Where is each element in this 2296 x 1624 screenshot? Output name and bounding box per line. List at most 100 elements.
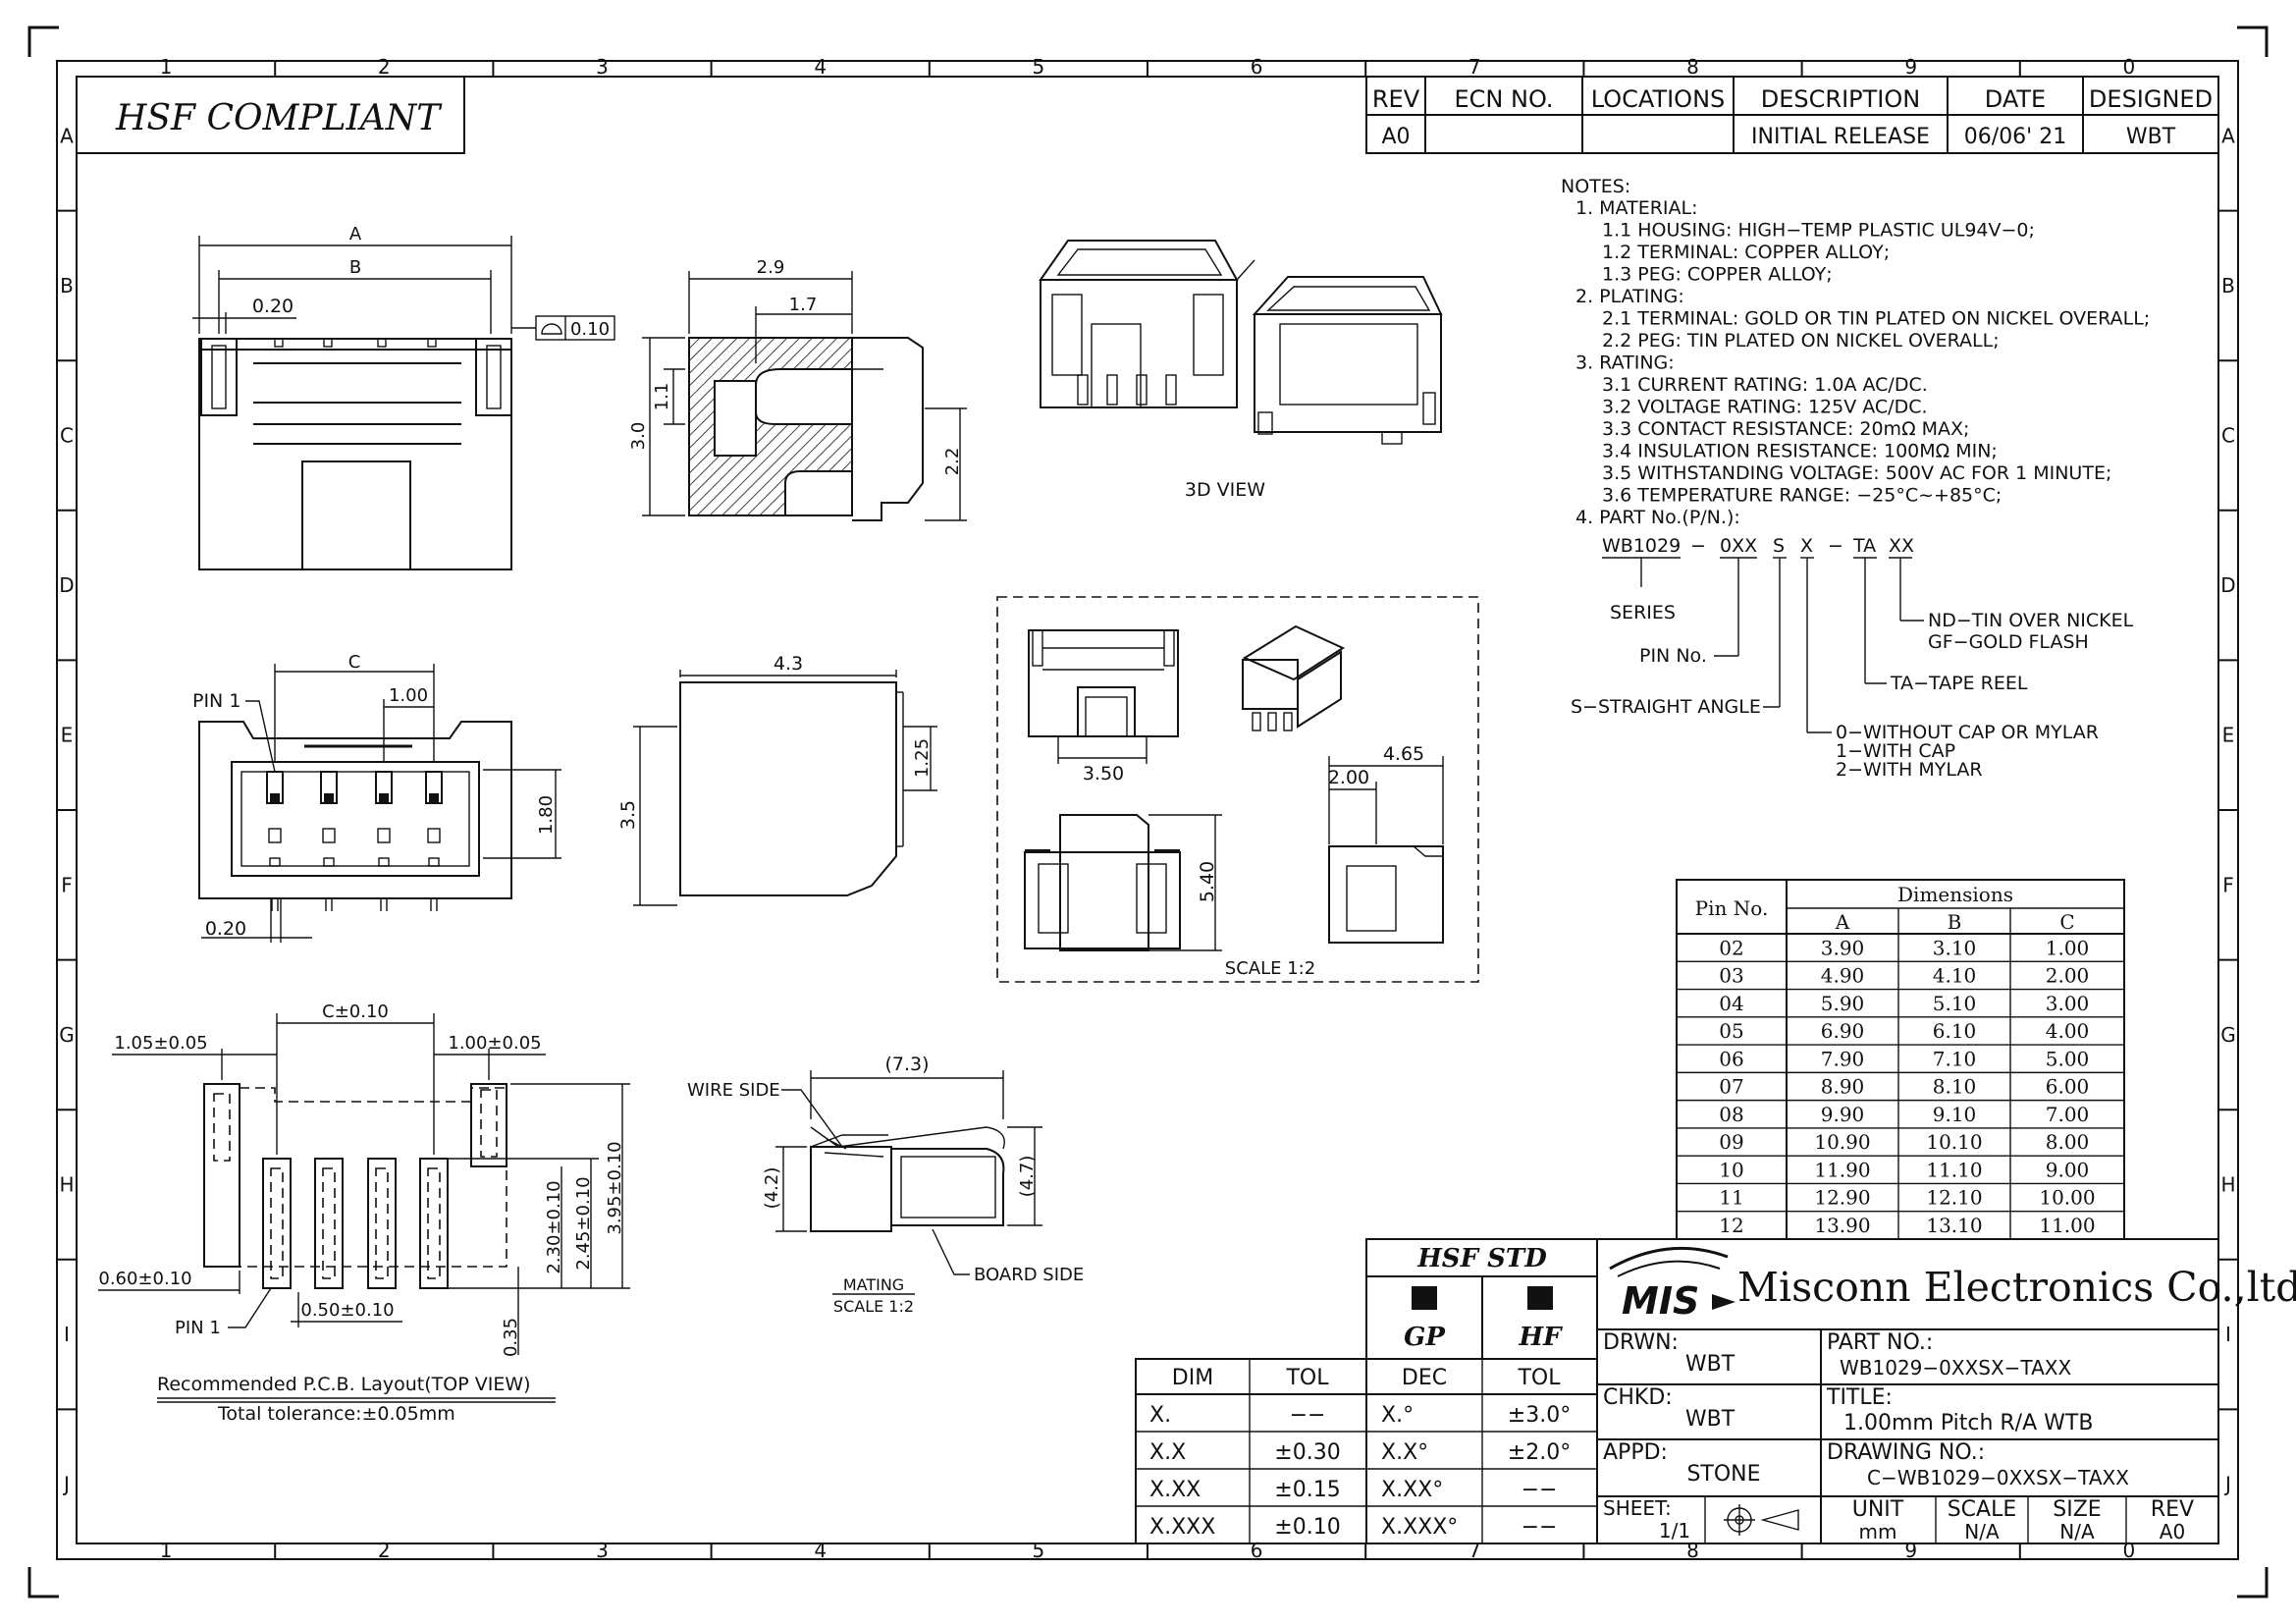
- mis-logo: MIS: [1609, 1246, 1735, 1323]
- part-no-value: WB1029−0XXSX−TAXX: [1840, 1356, 2071, 1380]
- dim-table-value-cell: 5.10: [1933, 992, 1977, 1015]
- pcb-pad: [419, 1158, 449, 1289]
- border-col-label-top: 6: [1251, 55, 1263, 79]
- pn-seg-pins: 0XX: [1720, 535, 1757, 557]
- hf-marker: [1527, 1286, 1553, 1310]
- hsf-std-title: HSF STD: [1416, 1244, 1547, 1273]
- pcb-pad: [262, 1158, 292, 1289]
- dim-table-value-cell: 12.10: [1926, 1186, 1982, 1210]
- tol-cell: −−: [1522, 1515, 1558, 1540]
- pn-plating-1: GF−GOLD FLASH: [1928, 631, 2089, 653]
- dim-table-value-cell: 6.90: [1821, 1019, 1865, 1043]
- dim-3-5: 3.5: [617, 800, 639, 830]
- pn-seg-dash2: −: [1828, 535, 1843, 557]
- dim-2-45-tol: 2.45±0.10: [573, 1176, 594, 1270]
- dim-4-3: 4.3: [774, 653, 803, 675]
- border-col-label-bottom: 3: [596, 1539, 609, 1562]
- rev-header-date: DATE: [1985, 85, 2046, 113]
- view-3d-label: 3D VIEW: [1185, 479, 1265, 501]
- tol-cell: X.X: [1149, 1440, 1186, 1465]
- front-view: A B 0.20 0.10: [192, 224, 615, 570]
- tol-header-cell: TOL: [1285, 1366, 1329, 1390]
- title-value: 1.00mm Pitch R/A WTB: [1843, 1411, 2093, 1435]
- back-view: 4.3 3.5 1.25: [617, 653, 937, 906]
- pn-seg-dash1: −: [1690, 535, 1706, 557]
- dim-table-title: Dimensions: [1897, 883, 2013, 906]
- tol-header-cell: DEC: [1402, 1366, 1447, 1390]
- hsf-std-block: HSF STD GP HF: [1365, 1238, 1598, 1360]
- dim-table-value-cell: 11.90: [1814, 1158, 1870, 1181]
- tol-cell: ±0.30: [1274, 1440, 1340, 1465]
- dim-1-05-tol: 1.05±0.05: [114, 1033, 207, 1054]
- pn-seg-x: X: [1800, 535, 1813, 557]
- title-label: TITLE:: [1826, 1385, 1893, 1410]
- size-label: SIZE: [2053, 1497, 2101, 1522]
- border-row-label-right: G: [2220, 1023, 2236, 1047]
- drawing-no-value: C−WB1029−0XXSX−TAXX: [1867, 1466, 2129, 1489]
- rev-header-locations: LOCATIONS: [1591, 85, 1726, 113]
- dim-table-pin-cell: 11: [1719, 1186, 1743, 1210]
- border-col-label-bottom: 9: [1904, 1539, 1917, 1562]
- chkd-label: CHKD:: [1603, 1385, 1673, 1410]
- dim-table-value-cell: 2.00: [2046, 964, 2090, 988]
- dim-table-value-cell: 5.90: [1821, 992, 1865, 1015]
- dim-table-col-a: A: [1835, 910, 1850, 934]
- rev-header-description: DESCRIPTION: [1761, 85, 1920, 113]
- border-col-label-top: 7: [1468, 55, 1481, 79]
- tol-cell: −−: [1290, 1403, 1326, 1428]
- dim-table-pin-cell: 05: [1719, 1019, 1743, 1043]
- dim-c-tol: C±0.10: [322, 1001, 389, 1022]
- tol-cell: X.XXX: [1149, 1515, 1215, 1540]
- scale-box-label: SCALE 1:2: [1225, 958, 1315, 979]
- dim-table-value-cell: 13.90: [1814, 1214, 1870, 1237]
- border-col-label-top: 1: [160, 55, 173, 79]
- border-col-label-bottom: 4: [814, 1539, 827, 1562]
- note-line: 3.6 TEMPERATURE RANGE: −25°C~+85°C;: [1602, 485, 2002, 507]
- dim-table-value-cell: 1.00: [2046, 936, 2090, 959]
- note-line: 2.2 PEG: TIN PLATED ON NICKEL OVERALL;: [1602, 330, 2000, 352]
- border-row-label-right: E: [2222, 724, 2235, 747]
- pin-slot: [322, 828, 336, 843]
- dim-table-pin-cell: 07: [1719, 1075, 1743, 1099]
- dim-table-value-cell: 11.10: [1926, 1158, 1982, 1181]
- gp-marker: [1412, 1286, 1437, 1310]
- dim-table-value-cell: 9.10: [1933, 1103, 1977, 1126]
- dim-table-value-cell: 3.90: [1821, 936, 1865, 959]
- rev-header-ecn: ECN NO.: [1454, 85, 1553, 113]
- pn-tape-label: TA−TAPE REEL: [1890, 673, 2028, 694]
- note-line: 3. RATING:: [1575, 352, 1675, 374]
- gp-label: GP: [1404, 1323, 1446, 1352]
- dim-table-value-cell: 13.10: [1926, 1214, 1982, 1237]
- tol-cell: X.X°: [1381, 1440, 1428, 1465]
- dim-table-pin-cell: 02: [1719, 936, 1743, 959]
- rev-cell-rev: A0: [1381, 125, 1410, 149]
- pn-seg-series: WB1029: [1602, 535, 1681, 557]
- border-col-label-bottom: 1: [160, 1539, 173, 1562]
- pn-seg-ta: TA: [1852, 535, 1876, 557]
- dim-A-label: A: [349, 224, 362, 244]
- hsf-compliant-box: HSF COMPLIANT: [76, 76, 465, 154]
- pin-slot: [323, 857, 335, 867]
- note-line: 3.2 VOLTAGE RATING: 125V AC/DC.: [1602, 397, 1928, 418]
- dim-4-65: 4.65: [1383, 743, 1424, 765]
- dim-table-value-cell: 8.10: [1933, 1075, 1977, 1099]
- dim-table-pin-cell: 09: [1719, 1130, 1743, 1154]
- note-line: 4. PART No.(P/N.):: [1575, 507, 1740, 528]
- dim-4-2: (4.2): [762, 1167, 782, 1210]
- dim-table-value-cell: 9.90: [1821, 1103, 1865, 1126]
- dim-0-50-tol: 0.50±0.10: [300, 1300, 394, 1321]
- tol-cell: X.XX: [1149, 1478, 1201, 1502]
- scale-value: N/A: [1964, 1520, 2000, 1543]
- dim-1-80: 1.80: [536, 795, 557, 835]
- corner-marks: [27, 26, 2269, 1598]
- company-name: Misconn Electronics Co.,ltd.: [1737, 1264, 2296, 1311]
- sheet-label: SHEET:: [1603, 1496, 1672, 1520]
- border-row-label-left: I: [64, 1323, 70, 1346]
- pn-seg-s: S: [1773, 535, 1785, 557]
- pn-plating-0: ND−TIN OVER NICKEL: [1928, 610, 2134, 631]
- title-block: MIS Misconn Electronics Co.,ltd. DRWN: W…: [1596, 1238, 2296, 1544]
- unit-value: mm: [1859, 1520, 1897, 1543]
- dim-0-20-top: 0.20: [205, 918, 246, 940]
